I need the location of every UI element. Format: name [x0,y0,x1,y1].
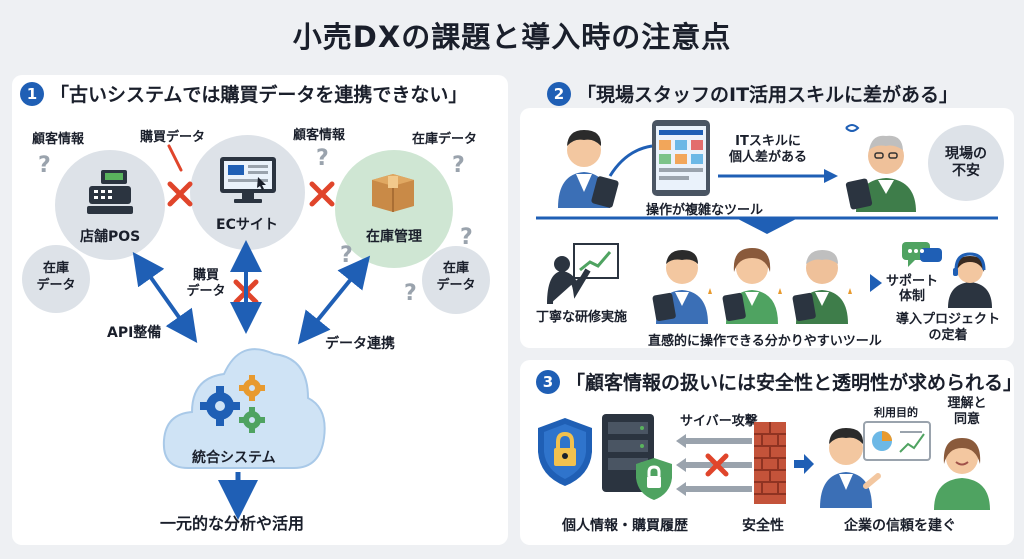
consent-label: 理解と同意 [947,396,987,427]
shield-lock-icon [538,418,592,486]
anxiety-label: 現場の不安 [945,146,987,179]
training-label: 丁寧な研修実施 [536,310,628,325]
section1-heading: 1 「古いシステムでは購買データを連携できない」 [20,80,467,107]
inventory-data-label-top: 在庫データ [412,132,478,147]
section3-number: 3 [536,369,560,394]
gears-icon [200,375,265,433]
section1-number: 1 [20,81,44,106]
support-operator-icon [948,252,992,308]
customer-info-label-2: 顧客情報 [293,128,346,143]
section3-heading-text: 「顧客情報の扱いには安全性と透明性が求められる」 [566,372,1023,394]
svg-text:?: ? [404,281,417,306]
green-shield-lock-icon [636,458,672,500]
section2-number: 2 [547,81,571,106]
data-link-label: データ連携 [325,336,395,352]
usage-purpose-label: 利用目的 [874,406,918,419]
section3-heading: 3 「顧客情報の扱いには安全性と透明性が求められる」 [536,368,1022,395]
trust-label: 企業の信頼を建ぐ [844,518,956,534]
cross-icon-pos-ec [167,181,193,207]
customer-info-label-1: 顧客情報 [32,132,85,147]
section-divider [536,216,998,234]
inventory-bubble-right [422,246,490,314]
cross-icon-attack [705,453,729,477]
svg-text:?: ? [38,153,51,178]
pos-label: 店舗POS [80,229,141,245]
staff-person-icon [558,130,619,208]
api-label: API整備 [107,325,162,341]
cloud-icon [162,348,326,469]
api-arrow [132,240,371,520]
skill-gap-label: ITスキルに個人差がある [728,134,807,165]
company-staff-icon [820,428,881,508]
monitor-icon [220,157,276,203]
firewall-icon [754,422,786,504]
svg-text:?: ? [460,225,473,250]
result-label: 一元的な分析や活用 [160,514,305,533]
next-chevron [870,274,882,292]
svg-text:?: ? [316,146,329,171]
integrated-system-label: 統合システム [192,450,276,466]
box-icon [372,174,414,212]
pointer-arrow [608,144,653,177]
tablet-ui-icon [652,120,710,196]
purchase-data-label-top: 購買データ [140,130,206,145]
project-label: 導入プロジェクトの定着 [895,312,1000,343]
purchase-data-label-mid: 購買データ [186,268,226,299]
page-title: 小売DXの課題と導入時の注意点 [292,20,732,54]
inventory-bubble-left-text: 在庫データ [36,261,76,293]
svg-text:?: ? [452,153,465,178]
inventory-label: 在庫管理 [366,229,422,245]
intuitive-tool-label: 直感的に操作できる分かりやすいツール [648,334,882,349]
pos-register-icon [87,170,133,214]
inventory-bubble-left [22,245,90,313]
chat-bubble-icon [902,242,942,267]
ec-label: ECサイト [216,217,278,233]
cyber-attack-label: サイバー攻撃 [680,414,758,429]
safety-label: 安全性 [742,518,784,534]
cross-icon-ec-inventory [309,181,335,207]
skill-gap-arrow [718,169,838,183]
support-label: サポート体制 [885,274,938,304]
personal-info-label: 個人情報・購買履歴 [562,518,688,534]
worried-staff-icon [845,124,916,212]
section1-heading-text: 「古いシステムでは購買データを連携できない」 [50,84,468,106]
section2-heading-text: 「現場スタッフのIT活用スキルに差がある」 [577,84,959,106]
broken-link-mark [167,144,183,172]
inventory-bubble-right-text: 在庫データ [436,261,476,293]
complex-tool-label: 操作が複雑なツール [646,203,764,218]
section2-heading: 2 「現場スタッフのIT活用スキルに差がある」 [547,80,958,107]
trust-arrow [794,454,814,474]
training-presenter-icon [547,243,619,305]
document-chart-icon [863,421,931,461]
pos-node [55,150,165,260]
customer-woman-icon [934,438,990,510]
anxiety-bubble [928,125,1004,201]
staff-group-icon [652,248,852,324]
